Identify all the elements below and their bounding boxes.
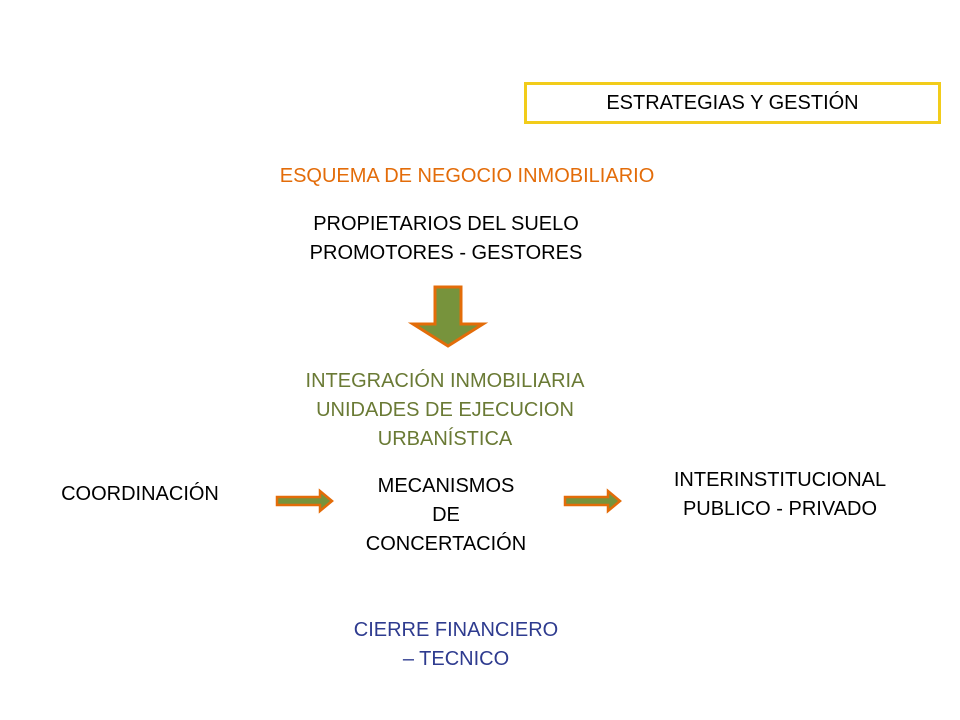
closing-block: CIERRE FINANCIERO – TECNICO [296,616,616,674]
mechanisms-line-1: MECANISMOS [377,475,515,497]
integration-line-1: INTEGRACIÓN INMOBILIARIA [305,370,585,392]
integration-line-3: URBANÍSTICA [377,428,513,450]
owners-line-2: PROMOTORES - GESTORES [309,242,583,264]
integration-line-2: UNIDADES DE EJECUCION [316,399,574,421]
header-box: ESTRATEGIAS Y GESTIÓN [524,82,941,124]
coordination-label: COORDINACIÓN [61,483,219,505]
right-arrow-icon [563,488,622,514]
owners-block: PROPIETARIOS DEL SUELO PROMOTORES - GEST… [246,210,646,268]
interinstitutional-line-1: INTERINSTITUCIONAL [673,469,887,491]
mechanisms-line-3: CONCERTACIÓN [365,533,527,555]
mechanisms-line-2: DE [432,504,460,526]
interinstitutional-block: INTERINSTITUCIONAL PUBLICO - PRIVADO [620,466,940,524]
closing-line-2: – TECNICO [402,648,510,670]
integration-block: INTEGRACIÓN INMOBILIARIA UNIDADES DE EJE… [225,367,665,454]
scheme-title: ESQUEMA DE NEGOCIO INMOBILIARIO [279,165,655,187]
interinstitutional-line-2: PUBLICO - PRIVADO [682,498,878,520]
owners-line-1: PROPIETARIOS DEL SUELO [313,213,579,235]
closing-line-1: CIERRE FINANCIERO [353,619,559,641]
right-arrow-icon [275,488,334,514]
down-arrow-icon [407,285,489,348]
mechanisms-block: MECANISMOS DE CONCERTACIÓN [336,472,556,559]
